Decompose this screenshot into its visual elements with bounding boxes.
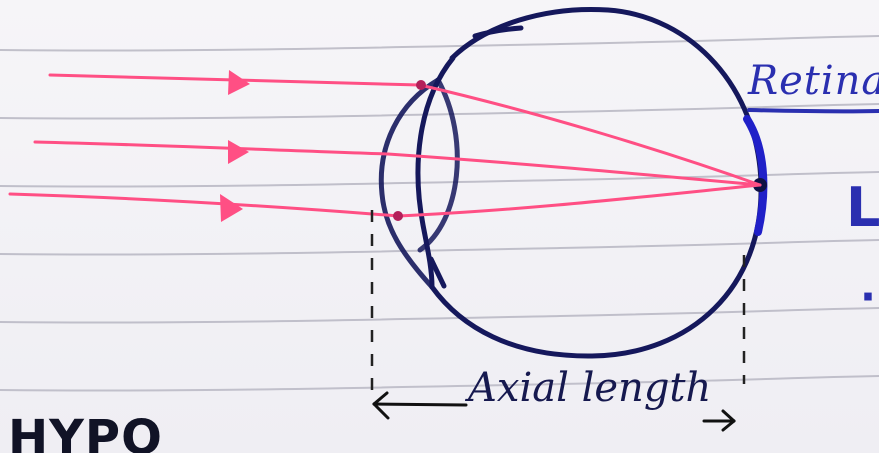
incoming-light-rays [8,73,762,218]
axial-length-guides [370,210,746,400]
retina-label: Retina [748,58,879,104]
cut-off-margin-mark-2: · [860,272,876,321]
axial-length-label: Axial length [468,365,712,411]
notebook-lines [0,35,879,392]
cut-off-margin-mark: L [846,176,879,239]
partial-heading: HYPO [8,410,163,453]
ray-arrowheads [220,70,250,222]
retina-label-underline [747,108,879,114]
axial-length-arrow [372,391,736,432]
lens-points [393,80,426,221]
